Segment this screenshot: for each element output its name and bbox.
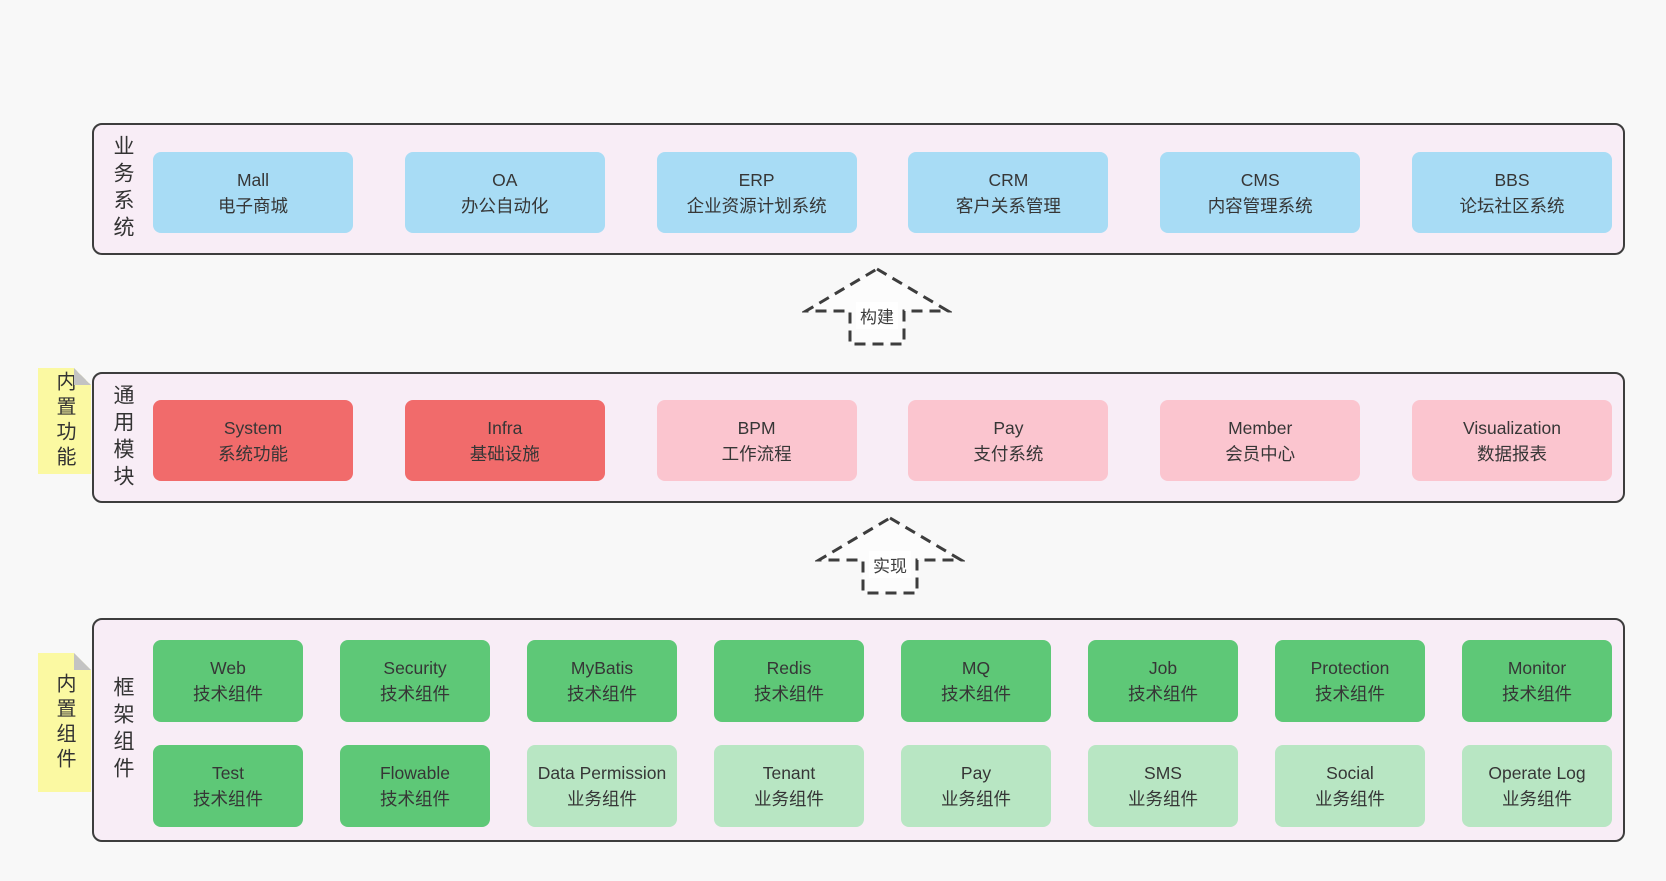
box-subtitle: 技术组件 — [380, 789, 450, 809]
box-bbs: BBS 论坛社区系统 — [1411, 152, 1612, 233]
box-subtitle: 论坛社区系统 — [1459, 195, 1565, 216]
box-subtitle: 数据报表 — [1476, 443, 1547, 464]
box-visualization: Visualization 数据报表 — [1411, 400, 1612, 481]
box-subtitle: 业务组件 — [1502, 789, 1572, 809]
box-subtitle: 系统功能 — [218, 443, 288, 464]
box-subtitle: 客户关系管理 — [955, 195, 1061, 216]
box-title: Redis — [766, 658, 812, 678]
box-title: Mall — [236, 169, 270, 190]
box-mall: Mall 电子商城 — [153, 152, 353, 233]
box-title: BBS — [1494, 169, 1530, 190]
box-oa: OA 办公自动化 — [404, 152, 605, 233]
layer-label: 通用模块 — [111, 383, 134, 492]
box-title: CRM — [988, 169, 1029, 190]
box-title: Web — [210, 658, 246, 678]
box-title: Monitor — [1507, 658, 1567, 678]
box-title: ERP — [738, 169, 775, 190]
box-pay: Pay 支付系统 — [908, 400, 1109, 481]
box-subtitle: 技术组件 — [193, 789, 263, 809]
box-erp: ERP 企业资源计划系统 — [656, 152, 857, 233]
box-subtitle: 企业资源计划系统 — [686, 195, 827, 216]
box-protection: Protection 技术组件 — [1275, 640, 1425, 722]
box-tenant: Tenant 业务组件 — [714, 745, 864, 827]
box-title: CMS — [1240, 169, 1280, 190]
box-security: Security 技术组件 — [340, 640, 490, 722]
box-title: Social — [1326, 763, 1374, 783]
box-subtitle: 支付系统 — [973, 443, 1044, 464]
sticky-note-built-in-components: 内置组件 — [38, 653, 91, 792]
box-operate-log: Operate Log 业务组件 — [1462, 745, 1612, 827]
sticky-note-label: 内置功能 — [53, 371, 75, 471]
layer-label: 业务系统 — [111, 135, 134, 243]
sticky-note-built-in-features: 内置功能 — [38, 368, 91, 474]
box-title: Infra — [487, 417, 523, 438]
box-crm: CRM 客户关系管理 — [908, 152, 1109, 233]
box-social: Social 业务组件 — [1275, 745, 1425, 827]
arrow-implement: 实现 — [815, 515, 965, 595]
box-subtitle: 业务组件 — [941, 789, 1011, 809]
box-subtitle: 技术组件 — [754, 684, 824, 704]
layer-framework-components: 框架组件 Web 技术组件 Security 技术组件 MyBatis 技术组件… — [92, 618, 1625, 842]
box-system: System 系统功能 — [153, 400, 353, 481]
box-subtitle: 技术组件 — [567, 684, 637, 704]
box-subtitle: 业务组件 — [1315, 789, 1385, 809]
layer-business-systems: 业务系统 Mall 电子商城 OA 办公自动化 ERP 企业资源计划系统 CRM… — [92, 123, 1625, 255]
arrow-label: 实现 — [869, 551, 911, 578]
box-web: Web 技术组件 — [153, 640, 303, 722]
arrow-label: 构建 — [856, 302, 898, 329]
box-title: Member — [1228, 417, 1293, 438]
box-title: Pay — [993, 417, 1024, 438]
box-title: OA — [492, 169, 518, 190]
box-subtitle: 基础设施 — [469, 443, 540, 464]
box-subtitle: 业务组件 — [754, 789, 824, 809]
box-title: Flowable — [379, 763, 451, 783]
box-title: MyBatis — [570, 658, 634, 678]
box-job: Job 技术组件 — [1088, 640, 1238, 722]
box-subtitle: 技术组件 — [1502, 684, 1572, 704]
box-redis: Redis 技术组件 — [714, 640, 864, 722]
box-title: Job — [1148, 658, 1178, 678]
box-title: Security — [383, 658, 447, 678]
box-subtitle: 技术组件 — [1128, 684, 1198, 704]
box-title: Visualization — [1463, 417, 1561, 438]
box-sms: SMS 业务组件 — [1088, 745, 1238, 827]
arrow-build: 构建 — [802, 266, 952, 346]
box-mq: MQ 技术组件 — [901, 640, 1051, 722]
box-title: Data Permission — [537, 763, 667, 783]
box-title: Protection — [1310, 658, 1390, 678]
box-subtitle: 办公自动化 — [461, 195, 549, 216]
box-subtitle: 电子商城 — [218, 195, 288, 216]
box-pay-component: Pay 业务组件 — [901, 745, 1051, 827]
box-title: Operate Log — [1488, 763, 1586, 783]
box-subtitle: 技术组件 — [941, 684, 1011, 704]
layer-label: 框架组件 — [111, 676, 134, 784]
box-title: MQ — [961, 658, 991, 678]
box-subtitle: 工作流程 — [721, 443, 792, 464]
box-title: SMS — [1144, 763, 1182, 783]
box-subtitle: 技术组件 — [193, 684, 263, 704]
box-subtitle: 业务组件 — [1128, 789, 1198, 809]
box-mybatis: MyBatis 技术组件 — [527, 640, 677, 722]
box-subtitle: 技术组件 — [380, 684, 450, 704]
box-title: System — [223, 417, 283, 438]
sticky-note-label: 内置组件 — [53, 672, 75, 773]
box-subtitle: 技术组件 — [1315, 684, 1385, 704]
box-title: Pay — [960, 763, 992, 783]
box-member: Member 会员中心 — [1160, 400, 1361, 481]
box-test: Test 技术组件 — [153, 745, 303, 827]
box-title: Tenant — [762, 763, 816, 783]
box-title: BPM — [737, 417, 776, 438]
box-flowable: Flowable 技术组件 — [340, 745, 490, 827]
box-subtitle: 内容管理系统 — [1207, 195, 1313, 216]
box-infra: Infra 基础设施 — [404, 400, 605, 481]
box-subtitle: 业务组件 — [567, 789, 637, 809]
box-monitor: Monitor 技术组件 — [1462, 640, 1612, 722]
box-subtitle: 会员中心 — [1225, 443, 1296, 464]
box-data-permission: Data Permission 业务组件 — [527, 745, 677, 827]
box-cms: CMS 内容管理系统 — [1160, 152, 1361, 233]
layer-common-modules: 通用模块 System 系统功能 Infra 基础设施 BPM 工作流程 Pay… — [92, 372, 1625, 503]
box-title: Test — [211, 763, 245, 783]
box-bpm: BPM 工作流程 — [656, 400, 857, 481]
